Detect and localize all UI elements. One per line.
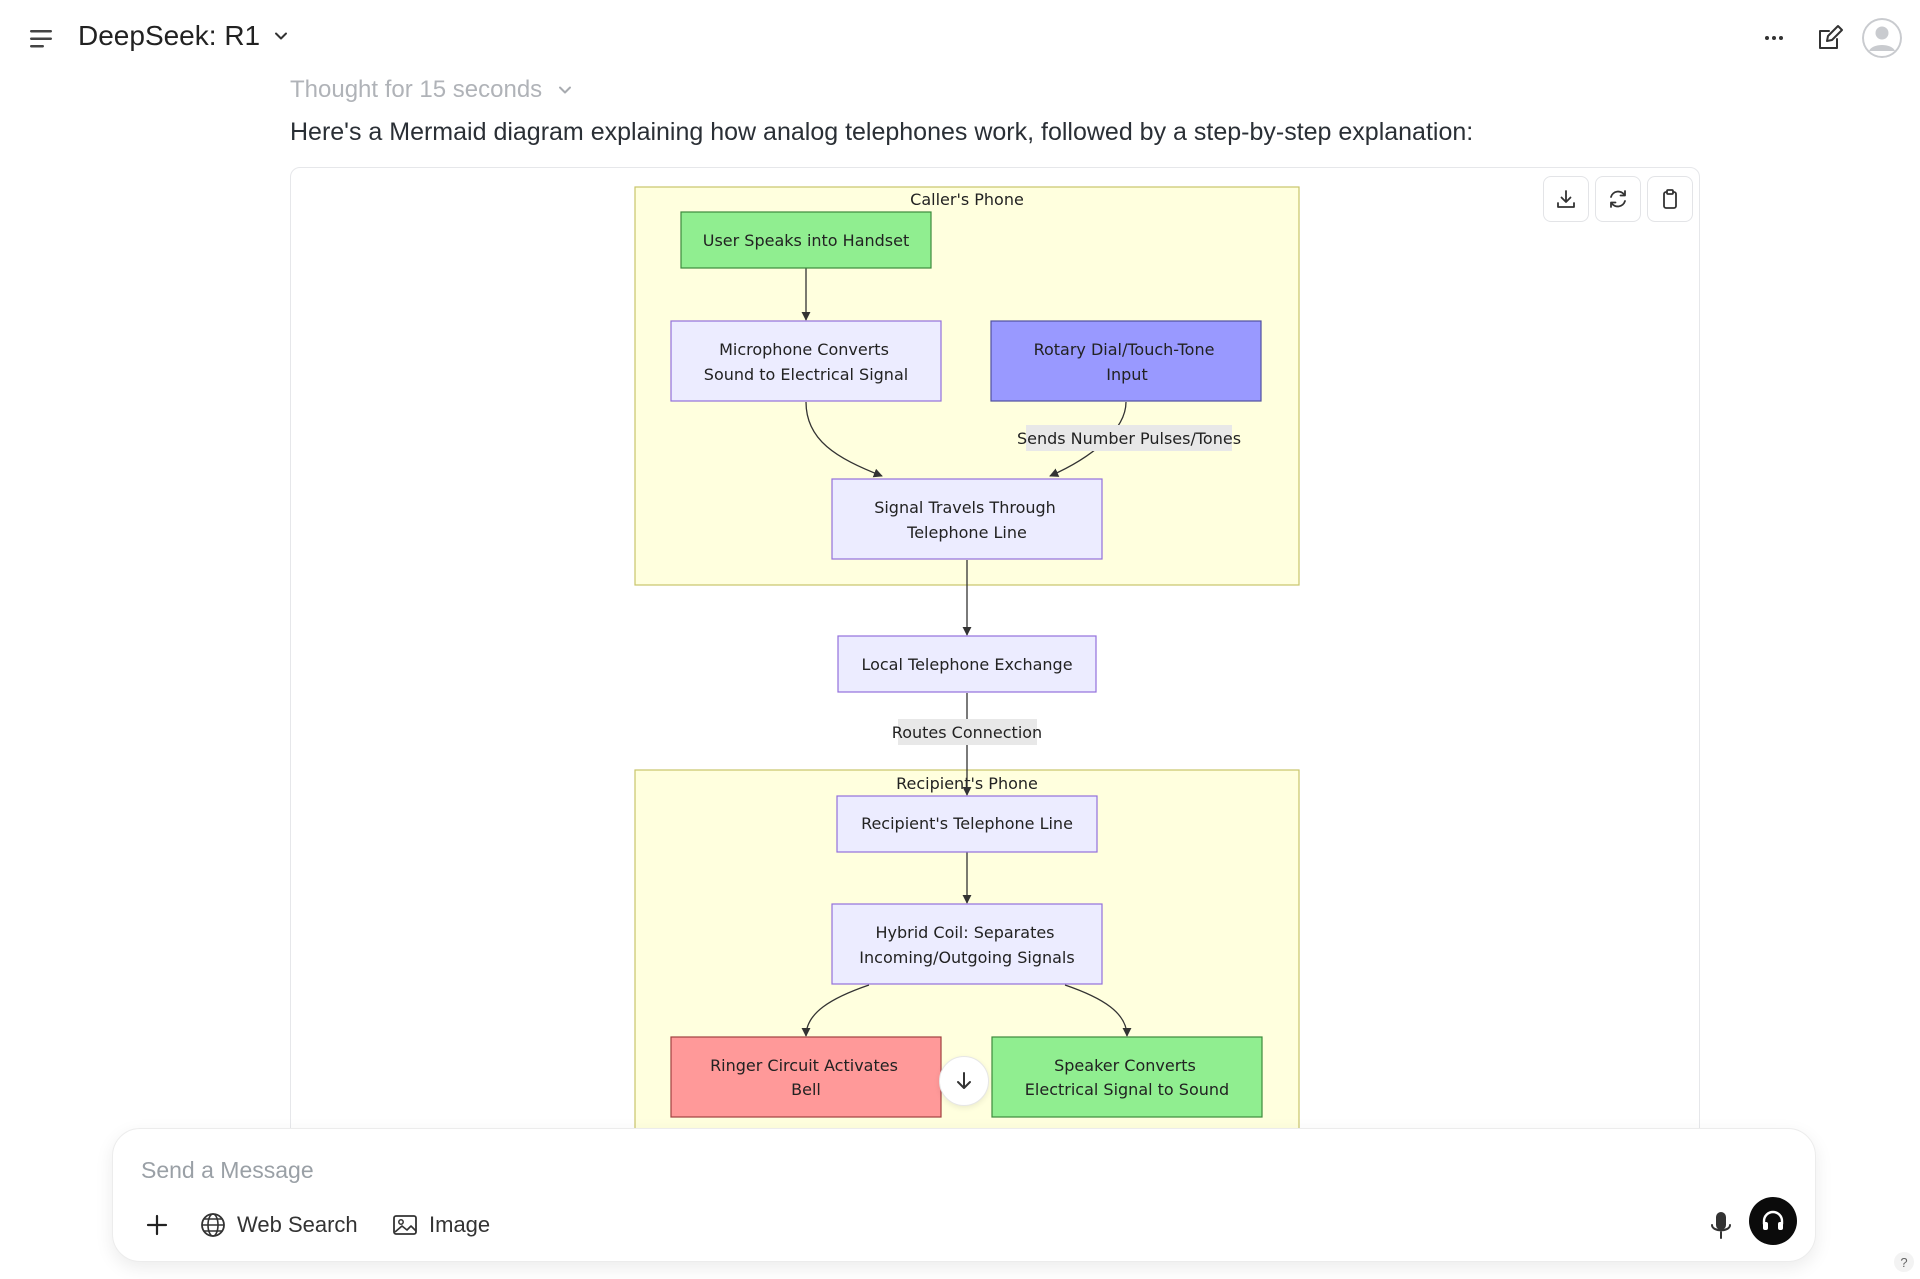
- edge-label-pulses: Sends Number Pulses/Tones: [1017, 425, 1241, 451]
- node-hybrid-coil: Hybrid Coil: Separates Incoming/Outgoing…: [831, 903, 1103, 985]
- message-composer: Web Search Image: [112, 1128, 1816, 1262]
- top-bar: DeepSeek: R1: [0, 0, 1920, 78]
- assistant-intro-text: Here's a Mermaid diagram explaining how …: [290, 118, 1474, 146]
- node-signal-travels: Signal Travels Through Telephone Line: [831, 478, 1103, 560]
- node-ringer: Ringer Circuit Activates Bell: [670, 1036, 942, 1118]
- voice-mode-button[interactable]: [1749, 1197, 1797, 1245]
- message-input[interactable]: [139, 1149, 1723, 1191]
- mermaid-flowchart: Caller's Phone Recipient's Phone: [634, 186, 1300, 1228]
- download-icon: [1557, 190, 1575, 208]
- dictation-button[interactable]: [1701, 1205, 1741, 1245]
- edge-microphone-to-signal: [805, 401, 883, 478]
- plus-icon: [146, 1214, 168, 1236]
- edge-label-routes: Routes Connection: [892, 719, 1042, 745]
- node-ringer-line2: Bell: [791, 1080, 821, 1099]
- node-ringer-line1: Ringer Circuit Activates: [710, 1056, 898, 1075]
- node-recipient-line: Recipient's Telephone Line: [836, 795, 1098, 853]
- node-user-speaks-text: User Speaks into Handset: [703, 231, 910, 250]
- copy-diagram-button[interactable]: [1647, 176, 1693, 222]
- edge-label-routes-text: Routes Connection: [892, 723, 1042, 742]
- chevron-down-icon: [275, 32, 288, 40]
- node-hybrid-coil-line2: Incoming/Outgoing Signals: [859, 948, 1074, 967]
- image-icon: [393, 1215, 417, 1235]
- more-horizontal-icon: [1765, 36, 1783, 40]
- thought-label: Thought for 15 seconds: [290, 76, 543, 103]
- chevron-down-icon: [559, 86, 572, 94]
- download-diagram-button[interactable]: [1543, 176, 1589, 222]
- image-label: Image: [429, 1212, 491, 1237]
- thought-toggle[interactable]: Thought for 15 seconds: [290, 76, 574, 104]
- headphones-icon: [1762, 1210, 1784, 1230]
- node-recipient-line-text: Recipient's Telephone Line: [861, 814, 1073, 833]
- user-avatar[interactable]: [1862, 18, 1902, 58]
- node-local-exchange-text: Local Telephone Exchange: [861, 655, 1072, 674]
- edge-label-pulses-text: Sends Number Pulses/Tones: [1017, 429, 1241, 448]
- node-microphone: Microphone Converts Sound to Electrical …: [670, 320, 942, 402]
- sidebar-toggle-button[interactable]: [26, 24, 60, 54]
- attach-button[interactable]: [139, 1207, 175, 1243]
- hamburger-menu-icon: [30, 30, 52, 48]
- node-microphone-line2: Sound to Electrical Signal: [704, 365, 908, 384]
- edge-hybrid-to-ringer: [801, 984, 870, 1037]
- refresh-icon: [1610, 190, 1626, 208]
- diagram-toolbar: [1543, 176, 1693, 222]
- image-toggle[interactable]: Image: [391, 1207, 490, 1243]
- node-speaker-line1: Speaker Converts: [1054, 1056, 1196, 1075]
- subgraph-callers-phone-label: Caller's Phone: [910, 190, 1024, 209]
- arrow-down-icon: [957, 1072, 971, 1089]
- node-signal-travels-line2: Telephone Line: [906, 523, 1027, 542]
- web-search-toggle[interactable]: Web Search: [199, 1207, 358, 1243]
- node-signal-travels-line1: Signal Travels Through: [874, 498, 1056, 517]
- refresh-diagram-button[interactable]: [1595, 176, 1641, 222]
- node-speaker: Speaker Converts Electrical Signal to So…: [991, 1036, 1263, 1118]
- node-rotary-dial-line1: Rotary Dial/Touch-Tone: [1034, 340, 1215, 359]
- node-rotary-dial: Rotary Dial/Touch-Tone Input: [990, 320, 1262, 402]
- model-selector[interactable]: DeepSeek: R1: [78, 20, 290, 52]
- node-local-exchange: Local Telephone Exchange: [837, 635, 1097, 693]
- edge-hybrid-to-speaker: [1064, 984, 1132, 1037]
- node-hybrid-coil-line1: Hybrid Coil: Separates: [875, 923, 1054, 942]
- clipboard-icon: [1663, 189, 1677, 209]
- node-rotary-dial-line2: Input: [1106, 365, 1147, 384]
- node-speaker-line2: Electrical Signal to Sound: [1025, 1080, 1229, 1099]
- model-title-label: DeepSeek: R1: [78, 20, 261, 51]
- microphone-icon: [1711, 1212, 1731, 1239]
- node-user-speaks: User Speaks into Handset: [680, 211, 932, 269]
- more-options-button[interactable]: [1756, 20, 1792, 56]
- mermaid-diagram-card: Caller's Phone Recipient's Phone: [290, 167, 1700, 1229]
- help-button[interactable]: ?: [1894, 1252, 1914, 1272]
- user-avatar-icon: [1862, 18, 1902, 58]
- node-microphone-line1: Microphone Converts: [719, 340, 889, 359]
- edit-pencil-icon: [1819, 25, 1843, 49]
- globe-icon: [201, 1213, 225, 1237]
- new-chat-button[interactable]: [1812, 20, 1848, 56]
- scroll-to-bottom-button[interactable]: [939, 1056, 989, 1106]
- web-search-label: Web Search: [237, 1212, 358, 1237]
